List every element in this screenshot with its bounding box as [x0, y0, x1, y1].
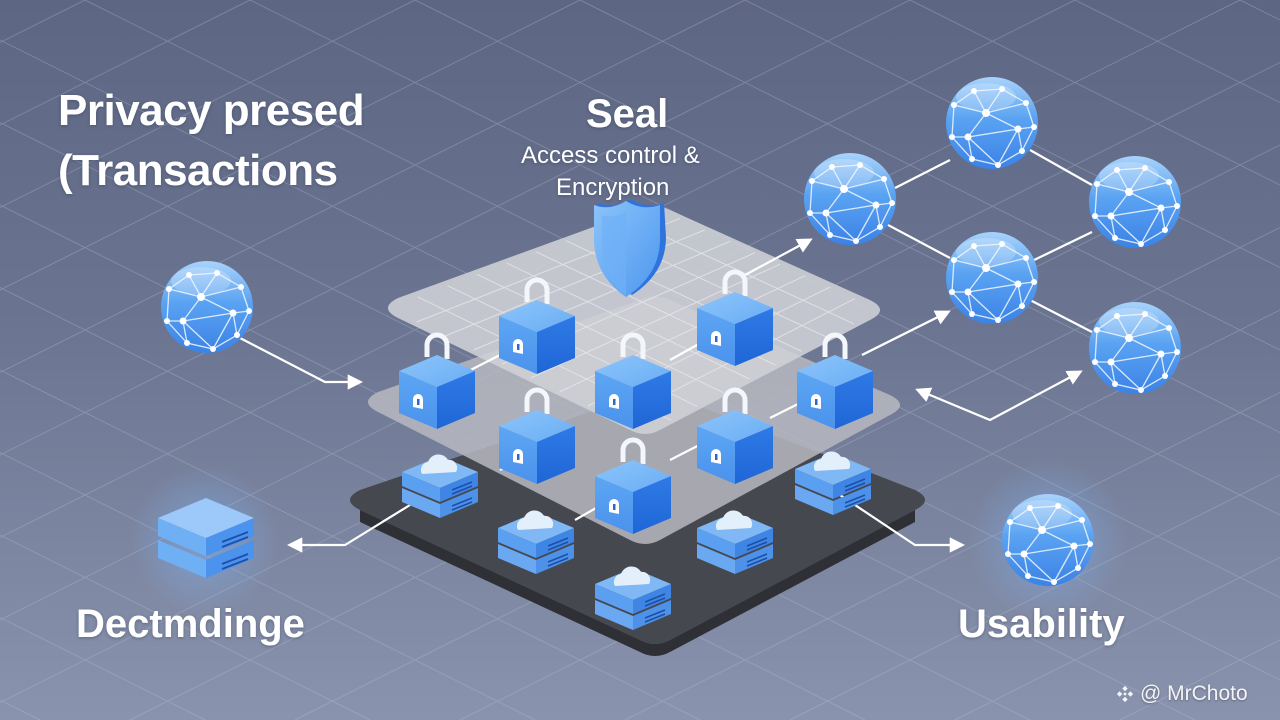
arrow-to-network-top — [744, 238, 813, 276]
grid-line — [129, 144, 1280, 720]
watermark-text: @ MrChoto — [1140, 682, 1248, 705]
network-node-icon — [1088, 301, 1182, 395]
network-node-icon — [945, 76, 1039, 170]
network-spheres — [160, 76, 1182, 620]
grid-line — [0, 369, 701, 720]
grid-line — [0, 0, 581, 291]
output-server-icon — [158, 498, 254, 578]
grid-line — [0, 0, 416, 209]
network-node-icon — [803, 152, 897, 246]
decentralized-storage-label: Dectmdinge — [76, 602, 305, 646]
grid-line — [0, 0, 251, 126]
grid-line — [249, 0, 1280, 516]
network-node-icon — [1088, 155, 1182, 249]
grid-line — [624, 391, 1280, 720]
main-title-line-2: (Transactions — [58, 146, 338, 195]
encryption-layer-platform — [388, 206, 880, 434]
grid-line — [0, 204, 1031, 720]
output-arrow-left — [286, 504, 411, 553]
output-arrow-right — [839, 494, 966, 553]
input-arrow — [239, 337, 364, 390]
arrow-to-network-mid — [861, 310, 951, 356]
grid-line — [1239, 0, 1280, 21]
grid-line — [506, 262, 750, 380]
usability-label: Usability — [958, 602, 1125, 646]
output-sphere-icon — [1001, 493, 1095, 587]
shield-icon — [594, 199, 666, 297]
grid-line — [579, 0, 1280, 351]
seal-subtitle-line-2: Encryption — [556, 174, 670, 201]
bidirectional-arrow — [915, 370, 1083, 422]
grid-line — [0, 534, 371, 720]
network-node-icon — [945, 231, 1039, 325]
grid-line — [0, 0, 1076, 539]
grid-line — [0, 451, 536, 720]
grid-line — [476, 273, 724, 394]
main-title-line-1: Privacy presed — [58, 86, 365, 135]
binance-diamond-logo-icon — [1116, 685, 1134, 703]
grid-line — [0, 0, 911, 456]
seal-title: Seal — [586, 92, 669, 136]
grid-line — [0, 0, 746, 374]
input-sphere-icon — [160, 260, 254, 354]
watermark: @ MrChoto — [1116, 682, 1248, 706]
grid-line — [909, 0, 1280, 186]
grid-line — [954, 556, 1280, 720]
seal-subtitle-line-1: Access control & — [521, 142, 700, 169]
